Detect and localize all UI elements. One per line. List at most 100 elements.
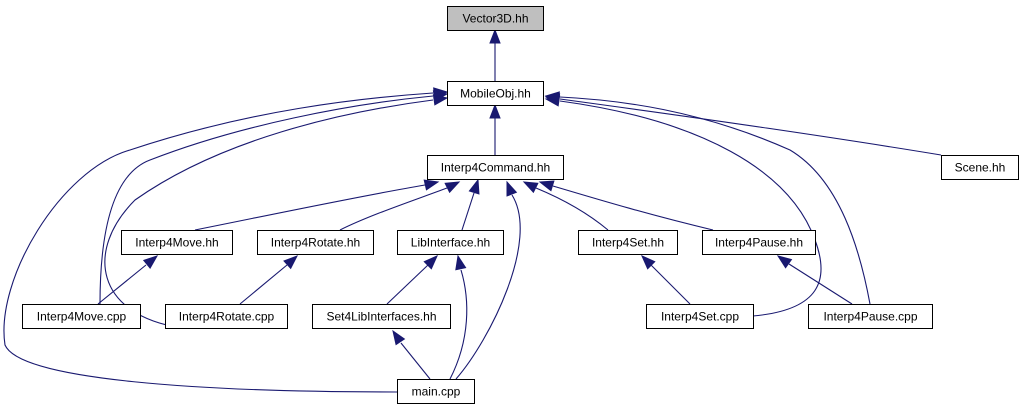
arrow-head-icon — [544, 91, 560, 103]
node-box[interactable] — [447, 6, 544, 31]
edge-layer — [3, 28, 942, 393]
edge-line — [559, 96, 871, 305]
arrow-head-icon — [641, 255, 656, 270]
edge-interp4set_cpp-to-mobileobj — [544, 95, 822, 317]
edge-line — [386, 264, 429, 305]
arrow-head-icon — [489, 28, 501, 44]
edge-interp4set_cpp-to-interp4set_hh — [641, 255, 691, 305]
edge-line — [239, 264, 288, 305]
node-box[interactable] — [646, 304, 754, 329]
node-box[interactable] — [578, 230, 678, 255]
node-libinterface[interactable]: LibInterface.hh — [397, 230, 504, 255]
edge-line — [552, 185, 714, 231]
edge-interp4pause_hh-to-interp4command — [538, 180, 714, 231]
edge-main_cpp-to-interp4command — [455, 180, 521, 380]
node-interp4pause_cpp[interactable]: Interp4Pause.cpp — [808, 304, 933, 329]
edge-main_cpp-to-libinterface — [449, 254, 468, 380]
node-label: Interp4Move.cpp — [37, 310, 127, 324]
edge-interp4command-to-mobileobj — [489, 103, 501, 155]
arrow-head-icon — [423, 179, 440, 191]
node-label: Interp4Rotate.hh — [271, 236, 360, 250]
arrow-head-icon — [489, 103, 501, 119]
edge-line — [339, 187, 448, 231]
node-set4libinterfaces[interactable]: Set4LibInterfaces.hh — [312, 304, 451, 329]
node-label: MobileObj.hh — [460, 87, 531, 101]
node-box[interactable] — [165, 304, 288, 329]
node-box[interactable] — [702, 230, 816, 255]
node-label: Interp4Move.hh — [135, 236, 218, 250]
node-box[interactable] — [257, 230, 374, 255]
node-box[interactable] — [808, 304, 933, 329]
edge-interp4rotate_cpp-to-mobileobj — [104, 94, 449, 329]
edge-interp4pause_cpp-to-mobileobj — [544, 91, 871, 305]
edge-line — [788, 263, 853, 305]
node-interp4rotate_hh[interactable]: Interp4Rotate.hh — [257, 230, 374, 255]
node-label: Interp4Rotate.cpp — [179, 310, 275, 324]
node-label: Interp4Pause.hh — [715, 236, 803, 250]
arrow-head-icon — [776, 255, 793, 269]
node-mobileobj[interactable]: MobileObj.hh — [447, 81, 544, 106]
arrow-head-icon — [432, 94, 449, 106]
node-scene[interactable]: Scene.hh — [941, 155, 1019, 180]
node-main_cpp[interactable]: main.cpp — [397, 379, 475, 404]
node-interp4move_hh[interactable]: Interp4Move.hh — [121, 230, 233, 255]
edge-line — [461, 192, 475, 231]
edge-line — [104, 99, 434, 329]
node-label: Interp4Set.cpp — [661, 310, 739, 324]
node-label: Scene.hh — [955, 161, 1006, 175]
edge-libinterface-to-interp4command — [461, 178, 480, 231]
edge-interp4move_cpp-to-interp4move_hh — [97, 255, 159, 305]
node-box[interactable] — [447, 81, 544, 106]
node-label: LibInterface.hh — [411, 236, 490, 250]
node-box[interactable] — [312, 304, 451, 329]
node-interp4command[interactable]: Interp4Command.hh — [427, 155, 564, 180]
node-interp4set_hh[interactable]: Interp4Set.hh — [578, 230, 678, 255]
edge-main_cpp-to-mobileobj — [3, 87, 449, 393]
node-label: Interp4Set.hh — [592, 236, 664, 250]
node-interp4pause_hh[interactable]: Interp4Pause.hh — [702, 230, 816, 255]
node-label: Set4LibInterfaces.hh — [326, 310, 436, 324]
edge-line — [559, 100, 822, 317]
edge-line — [449, 269, 468, 380]
edge-interp4pause_cpp-to-interp4pause_hh — [776, 255, 853, 305]
node-label: Interp4Pause.cpp — [823, 310, 917, 324]
node-box[interactable] — [121, 230, 233, 255]
edge-line — [559, 98, 942, 156]
edge-mobileobj-to-vector3d — [489, 28, 501, 81]
edge-line — [99, 95, 434, 305]
edge-line — [650, 264, 691, 305]
node-box[interactable] — [22, 304, 141, 329]
node-box[interactable] — [427, 155, 564, 180]
arrow-head-icon — [506, 180, 518, 197]
edge-line — [3, 92, 434, 393]
edge-set4libinterfaces-to-libinterface — [386, 255, 438, 305]
edge-line — [97, 264, 147, 305]
node-box[interactable] — [941, 155, 1019, 180]
arrow-head-icon — [423, 255, 438, 270]
node-label: Interp4Command.hh — [441, 161, 550, 175]
edge-line — [194, 184, 426, 231]
edge-interp4rotate_hh-to-interp4command — [339, 181, 461, 231]
node-box[interactable] — [397, 230, 504, 255]
node-label: main.cpp — [412, 385, 461, 399]
arrow-head-icon — [522, 181, 539, 194]
arrow-head-icon — [283, 255, 299, 270]
node-box[interactable] — [397, 379, 475, 404]
arrow-head-icon — [538, 180, 555, 192]
arrow-head-icon — [444, 181, 461, 194]
arrow-head-icon — [392, 329, 406, 346]
arrow-head-icon — [433, 87, 449, 99]
edge-interp4move_hh-to-interp4command — [194, 179, 440, 231]
node-layer: Vector3D.hhMobileObj.hhInterp4Command.hh… — [22, 6, 1019, 404]
node-interp4rotate_cpp[interactable]: Interp4Rotate.cpp — [165, 304, 288, 329]
node-vector3d[interactable]: Vector3D.hh — [447, 6, 544, 31]
edge-interp4set_hh-to-interp4command — [522, 181, 609, 231]
edge-main_cpp-to-set4libinterfaces — [392, 329, 431, 380]
arrow-head-icon — [468, 178, 480, 195]
node-interp4set_cpp[interactable]: Interp4Set.cpp — [646, 304, 754, 329]
arrow-head-icon — [142, 255, 159, 269]
edge-line — [455, 194, 521, 380]
node-interp4move_cpp[interactable]: Interp4Move.cpp — [22, 304, 141, 329]
edge-interp4rotate_cpp-to-interp4rotate_hh — [239, 255, 299, 305]
